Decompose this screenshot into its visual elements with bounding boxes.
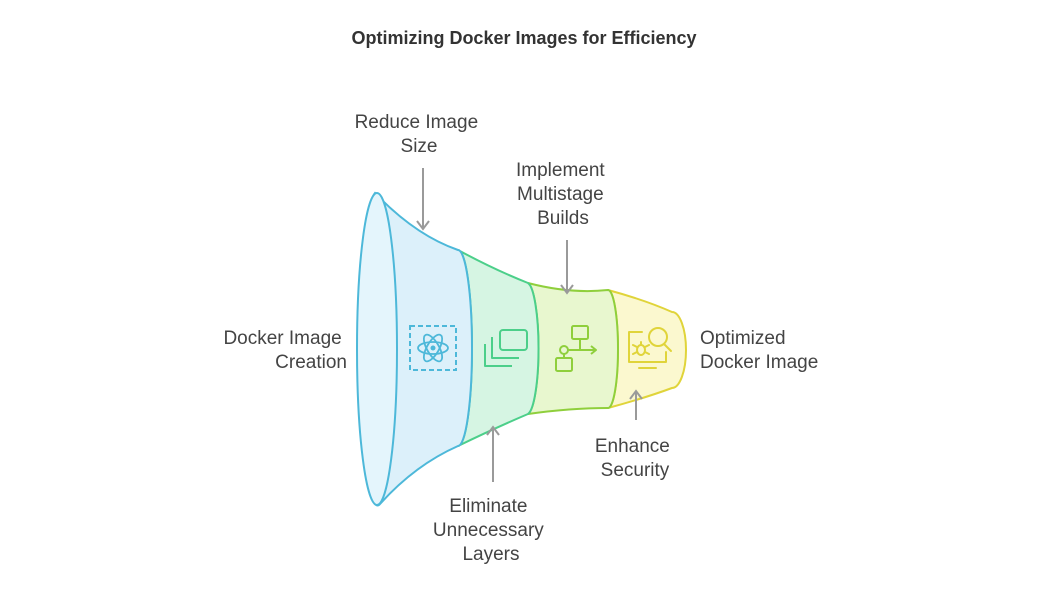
label-line: Multistage xyxy=(517,184,604,205)
arrow-eliminate-layers xyxy=(486,425,500,482)
label-line: Creation xyxy=(275,352,347,373)
label-line: Unnecessary xyxy=(433,520,544,541)
funnel-segment-enhance-security xyxy=(607,289,687,409)
label-line: Layers xyxy=(462,544,519,565)
label-line: Builds xyxy=(537,208,589,229)
arrow-multistage-builds xyxy=(560,240,574,295)
funnel-segment-multistage-builds xyxy=(527,282,619,415)
bug-scan-monitor-icon xyxy=(628,327,672,369)
arrow-enhance-security xyxy=(629,389,643,420)
label-arrows xyxy=(416,168,643,482)
label-line: Eliminate xyxy=(449,496,527,517)
label-docker-image-creation: Docker Image Creation xyxy=(223,328,347,373)
react-atom-icon xyxy=(409,325,457,371)
label-enhance-security: Enhance Security xyxy=(595,436,675,481)
arrow-reduce-image-size xyxy=(416,168,430,231)
label-line: Docker Image xyxy=(700,352,818,373)
label-line: Implement xyxy=(516,160,605,181)
label-line: Size xyxy=(401,136,438,157)
diagram-title: Optimizing Docker Images for Efficiency xyxy=(351,28,696,48)
label-line: Docker Image xyxy=(223,328,341,349)
label-optimized-docker-image: Optimized Docker Image xyxy=(700,328,818,373)
label-reduce-image-size: Reduce Image Size xyxy=(355,112,484,157)
funnel-mouth xyxy=(356,192,398,506)
label-line: Enhance xyxy=(595,436,670,457)
label-line: Security xyxy=(601,460,670,481)
label-line: Reduce Image xyxy=(355,112,479,133)
label-implement-multistage-builds: Implement Multistage Builds xyxy=(516,160,610,229)
label-eliminate-unnecessary-layers: Eliminate Unnecessary Layers xyxy=(433,496,549,565)
workflow-diagram-icon xyxy=(555,325,597,372)
stacked-layers-icon xyxy=(484,329,528,367)
label-line: Optimized xyxy=(700,328,786,349)
funnel-body xyxy=(356,191,687,507)
